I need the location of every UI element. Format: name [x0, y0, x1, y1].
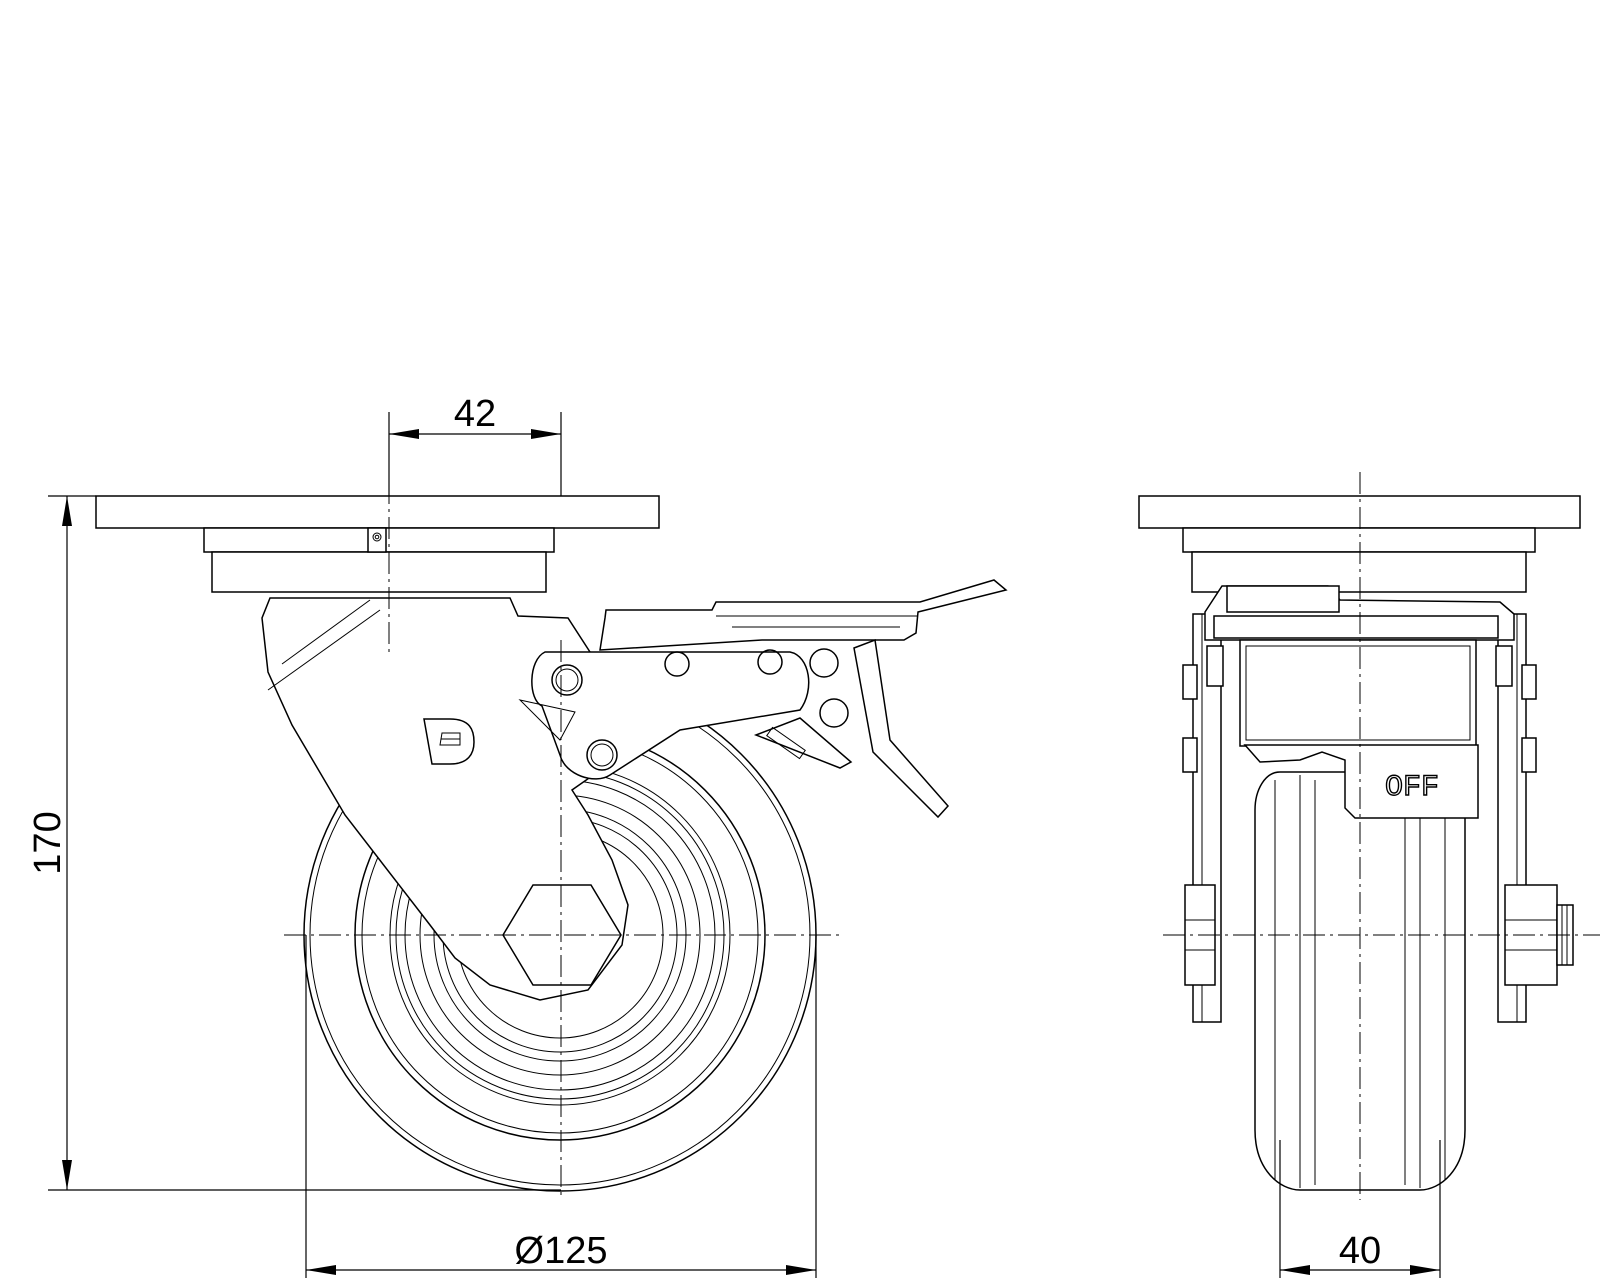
- side-view: 42 170 Ø125: [27, 393, 1008, 1278]
- dimension-wheel-width-label: 40: [1339, 1230, 1381, 1272]
- dimension-height: 170: [27, 495, 561, 1191]
- dimension-offset: 42: [388, 393, 562, 496]
- dimension-wheel-diameter-label: Ø125: [515, 1230, 608, 1272]
- side-view-brake: [518, 579, 1008, 819]
- brand-logo-icon: [423, 718, 475, 765]
- front-view-lock-lever: OFF: [1243, 744, 1479, 819]
- side-view-top-plate: [95, 495, 660, 593]
- dimension-wheel-diameter: Ø125: [305, 935, 817, 1278]
- dimension-offset-label: 42: [454, 393, 496, 435]
- front-view: OFF 40: [1138, 472, 1600, 1278]
- dimension-wheel-width: 40: [1279, 1140, 1441, 1278]
- dimension-height-label: 170: [27, 811, 69, 874]
- lock-status-label: OFF: [1385, 771, 1439, 805]
